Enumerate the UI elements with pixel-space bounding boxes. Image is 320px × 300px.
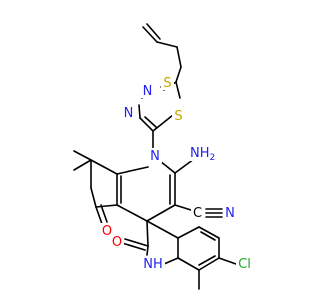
bond [90, 159, 118, 175]
bond [177, 257, 200, 271]
amino-label: NH [190, 146, 210, 161]
atom-sulfur-ring: S [174, 109, 182, 124]
bond [152, 114, 174, 132]
bond [90, 187, 97, 208]
bond [95, 206, 103, 225]
atom-nitrogen-thiadiazole-1: N [143, 84, 153, 99]
bond [163, 257, 179, 265]
bond [198, 255, 216, 266]
bond-layer [73, 23, 237, 290]
molecule-structure: S N N S N NH2 C N O O NH Cl [73, 23, 253, 290]
bond [146, 220, 179, 239]
bond [73, 159, 92, 171]
atom-sulfur-thioether: S [163, 76, 171, 91]
bond [175, 81, 181, 99]
bond [124, 238, 149, 247]
atom-nitrogen-quinoline: N [150, 149, 160, 164]
atom-carbon-nitrile: C [193, 206, 202, 221]
atom-oxygen-lactam: O [112, 235, 122, 250]
bond [176, 46, 182, 68]
bond [198, 257, 220, 271]
bond [218, 257, 237, 265]
bond [116, 166, 149, 175]
bond [73, 150, 92, 161]
bond [175, 66, 182, 83]
bond [156, 41, 178, 48]
bond [100, 204, 108, 223]
amino-subscript: 2 [210, 153, 216, 163]
atom-lactam-nh: NH [143, 257, 163, 272]
bond [174, 158, 195, 174]
atom-label-layer: S N N S N NH2 C N O O NH Cl [100, 75, 253, 272]
atom-nitrogen-nitrile: N [225, 206, 235, 221]
bond [177, 226, 200, 239]
bond [146, 23, 161, 40]
bond [146, 220, 149, 247]
atom-amino-group: NH2 [190, 146, 215, 163]
bond [198, 226, 220, 239]
bond [146, 245, 149, 256]
bond [200, 231, 216, 241]
bond [146, 204, 176, 222]
bond [159, 160, 176, 174]
bond [116, 204, 148, 222]
atom-oxygen-ketone: O [102, 224, 112, 239]
bond [121, 242, 146, 251]
bond [138, 104, 141, 119]
atom-nitrogen-thiadiazole-2: N [124, 106, 134, 121]
bond [144, 116, 157, 128]
atom-chlorine: Cl [238, 257, 251, 272]
bond [139, 117, 154, 132]
bond [95, 204, 118, 208]
bond [142, 26, 158, 43]
bond [174, 204, 192, 211]
